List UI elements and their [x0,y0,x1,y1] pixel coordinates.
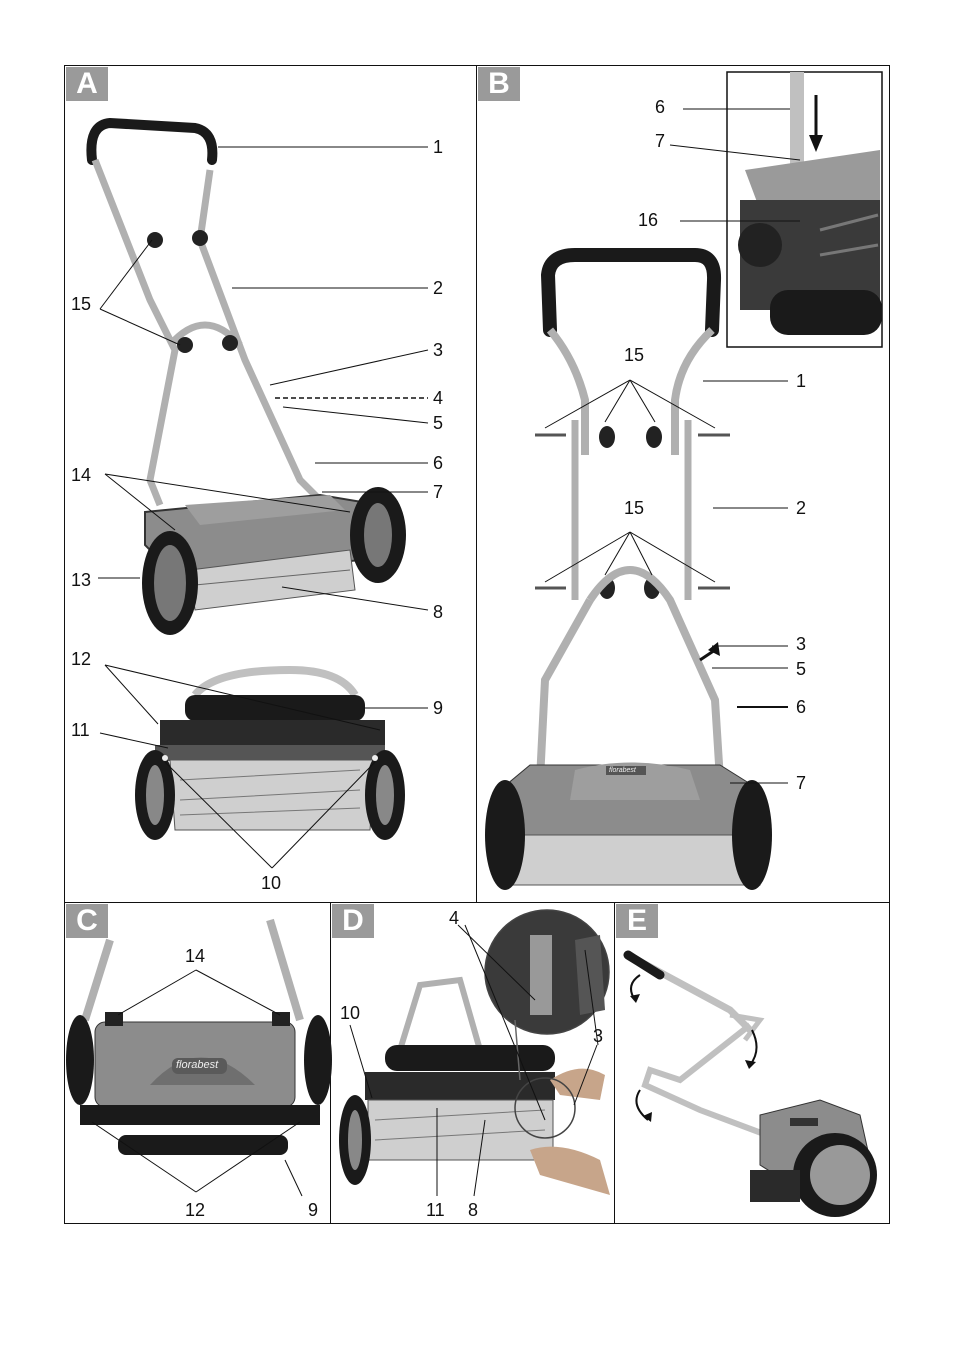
panel-a-callout-10: 10 [261,873,282,893]
panel-a-callout-11: 11 [71,720,90,740]
panel-a-callout-12: 12 [71,649,92,669]
panel-e-photo [623,950,877,1217]
panel-b-tag: B [478,67,520,101]
panel-a-callout-3: 3 [433,340,444,360]
panel-c-photo [66,918,332,1155]
panel-a-callout-8: 8 [433,602,444,622]
panel-a-callout-7: 7 [433,482,444,502]
panel-a-leaders [98,146,429,869]
panel-b-callout-6-top: 6 [655,97,666,117]
panel-a-tag: A [66,67,108,101]
panel-e-frame [614,902,890,1224]
panel-b-callout-2: 2 [796,498,807,518]
panel-b-callout-3: 3 [796,634,807,654]
panel-c-leaders [91,969,303,1197]
panel-a-callout-1: 1 [433,137,444,157]
panel-c-callout-14: 14 [185,946,206,966]
panel-a-callout-4: 4 [433,388,444,408]
panel-d-callout-11: 11 [426,1200,445,1220]
panel-d-callout-4: 4 [449,908,460,928]
panel-b-callout-15-upper: 15 [624,345,645,365]
panel-a-mower-photo [86,117,406,635]
panel-d-callout-8: 8 [468,1200,479,1220]
panel-b-callout-5: 5 [796,659,807,679]
panel-b-callout-1: 1 [796,371,807,391]
panel-d-callout-10: 10 [340,1003,361,1023]
panel-c-callout-9: 9 [308,1200,319,1220]
panel-d-leaders [349,924,599,1197]
panel-d-photo [339,909,610,1195]
panel-a-callout-2: 2 [433,278,444,298]
panel-b-callout-16: 16 [638,210,659,230]
panel-a-callout-15: 15 [71,294,92,314]
panel-a-callout-9: 9 [433,698,444,718]
panel-b-callout-7-top: 7 [655,131,666,151]
panel-c-brand-plate: florabest [176,1059,219,1071]
panel-a-callout-5: 5 [433,413,444,433]
panel-b-brand-plate: florabest [609,767,636,774]
panel-c-callout-12: 12 [185,1200,206,1220]
panel-b-callout-7: 7 [796,773,807,793]
panel-b-exploded-photo [485,248,772,890]
panel-a-callout-14: 14 [71,465,92,485]
panel-b-callout-15-lower: 15 [624,498,645,518]
panel-a-callout-13: 13 [71,570,92,590]
panel-d-callout-3: 3 [593,1026,604,1046]
panel-a-rear-photo [135,665,405,840]
panel-b-leaders [544,108,801,784]
panel-c-tag: C [66,904,108,938]
panel-a-callout-6: 6 [433,453,444,473]
panel-d-tag: D [332,904,374,938]
panel-b-inset-photo [726,71,883,348]
panel-b-callout-6: 6 [796,697,807,717]
panel-e-tag: E [616,904,658,938]
